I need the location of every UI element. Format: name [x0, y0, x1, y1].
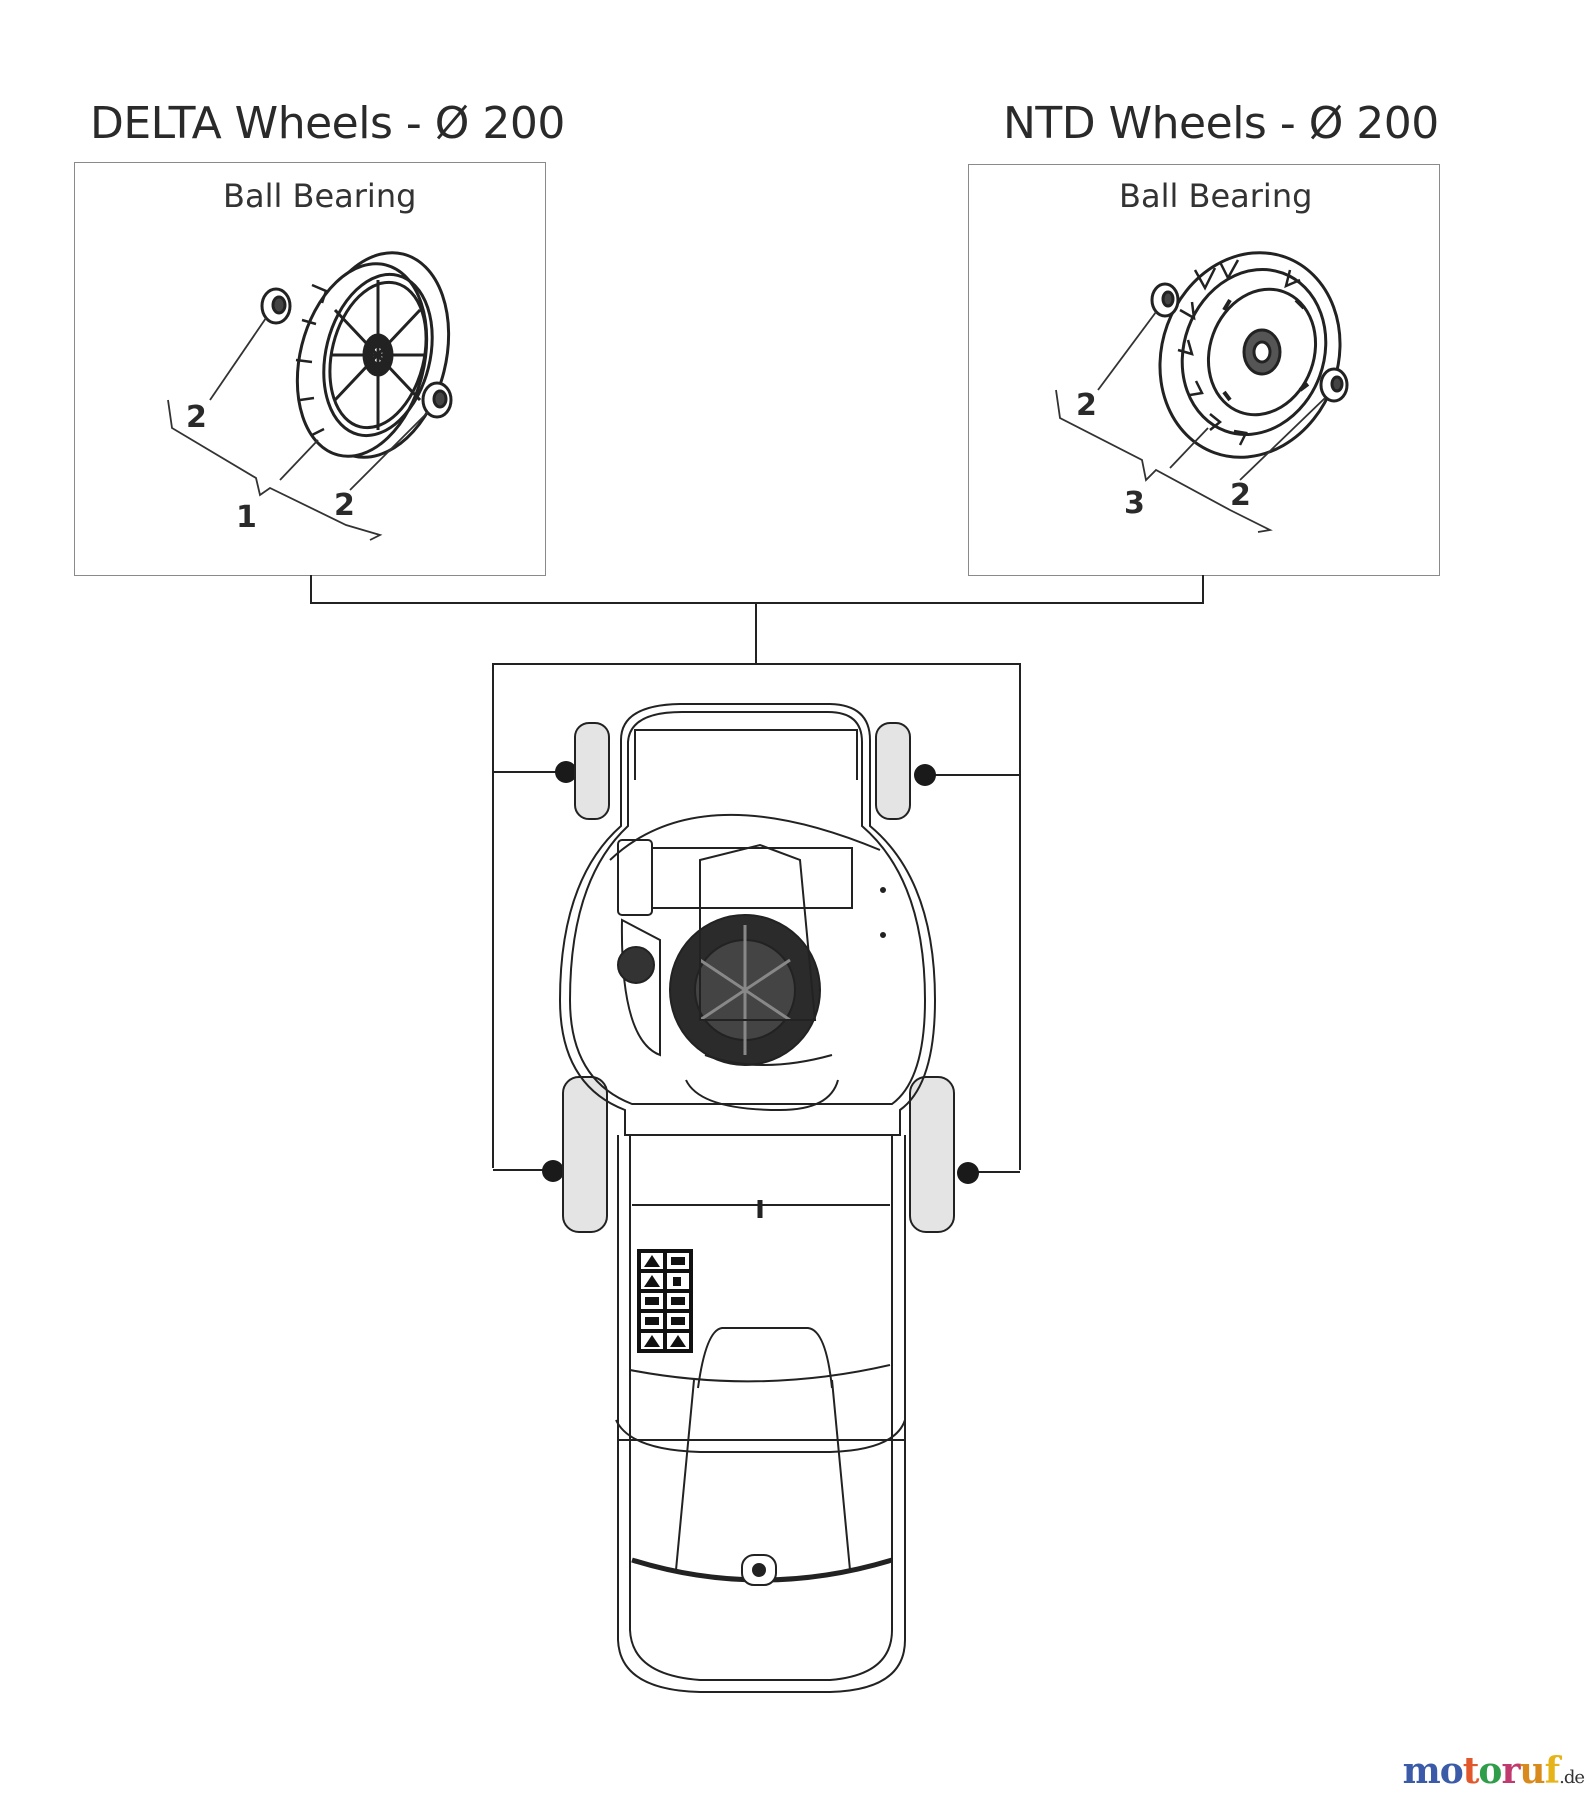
watermark-letter: t	[1462, 1750, 1480, 1792]
ntd-wheel-icon	[1158, 251, 1342, 459]
watermark-letter: o	[1439, 1750, 1464, 1792]
motoruf-watermark-logo: motoruf.de	[1402, 1750, 1585, 1792]
delta-ball-bearing-label: Ball Bearing	[223, 177, 417, 215]
delta-callout-wheel: 1	[236, 500, 257, 535]
ntd-callout-wheel: 3	[1124, 486, 1145, 521]
front-left-wheel	[574, 722, 610, 820]
ntd-bearing-right-icon	[1319, 367, 1349, 403]
ntd-callout-bearing-left: 2	[1076, 388, 1097, 423]
ntd-bearing-left-icon	[1150, 282, 1180, 318]
watermark-letter: r	[1501, 1750, 1520, 1792]
watermark-letter: o	[1478, 1750, 1502, 1792]
delta-wheels-title: DELTA Wheels - Ø 200	[90, 98, 565, 149]
ntd-ball-bearing-label: Ball Bearing	[1119, 177, 1313, 215]
watermark-letter: f	[1544, 1750, 1560, 1792]
delta-leader-lines	[167, 317, 429, 541]
warning-label-sticker-icon	[637, 1249, 693, 1353]
rear-right-wheel	[909, 1076, 955, 1233]
delta-bearing-left-icon	[260, 287, 292, 325]
watermark-letter: u	[1519, 1750, 1545, 1792]
watermark-tld: .de	[1559, 1767, 1585, 1788]
rear-left-wheel	[562, 1076, 608, 1233]
delta-wheel-icon	[295, 251, 451, 459]
delta-callout-bearing-left: 2	[186, 400, 207, 435]
ntd-wheels-title: NTD Wheels - Ø 200	[1003, 98, 1439, 149]
wheel-connection-dots	[542, 761, 979, 1184]
connector-lines	[310, 575, 1204, 1173]
delta-bearing-right-icon	[421, 381, 453, 419]
ntd-callout-bearing-right: 2	[1230, 478, 1251, 513]
delta-callout-bearing-right: 2	[334, 488, 355, 523]
ntd-leader-lines	[1055, 311, 1326, 533]
front-right-wheel	[875, 722, 911, 820]
watermark-letter: m	[1402, 1750, 1441, 1792]
mower-top-view	[558, 703, 955, 1693]
